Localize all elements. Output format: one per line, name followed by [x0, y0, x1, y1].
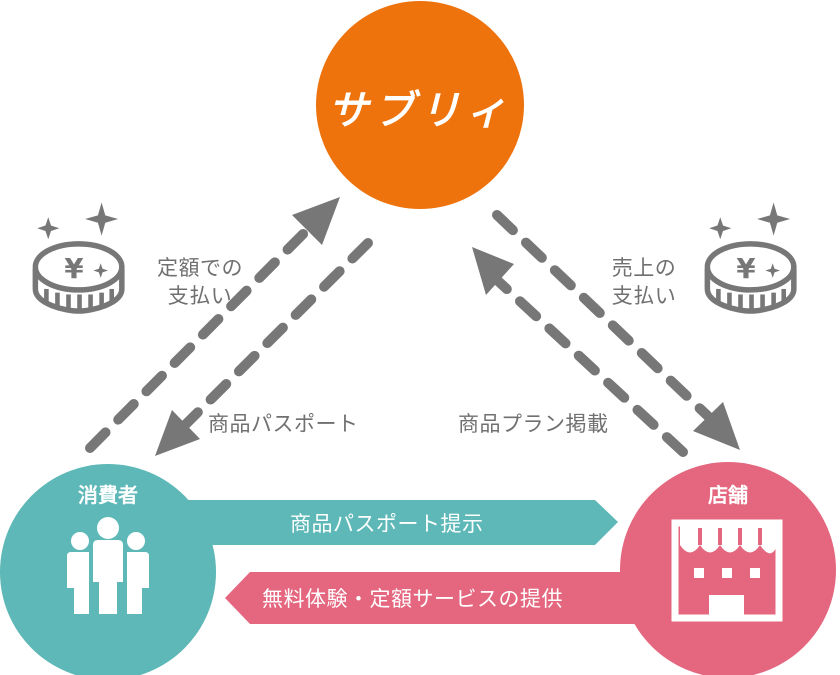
- store-label: 店舗: [708, 483, 748, 507]
- band-consumer-to-store: [180, 500, 618, 545]
- consumer-label: 消費者: [78, 483, 138, 507]
- yen-coin-icon: [707, 202, 793, 311]
- arrowhead-up-icon: [472, 247, 514, 295]
- sales-payment-label-line1: 売上の: [611, 256, 677, 280]
- arrowhead-down-icon: [693, 402, 740, 450]
- sales-payment-label: 売上の 支払い: [594, 254, 694, 310]
- sales-payment-label-line2: 支払い: [611, 284, 677, 308]
- arrowhead-down-icon: [155, 410, 200, 456]
- band-store-to-consumer: [225, 572, 660, 624]
- fixed-payment-label-line1: 定額での: [157, 256, 243, 280]
- platform-name: サブリィ: [328, 88, 512, 134]
- fixed-payment-label-line2: 支払い: [167, 284, 233, 308]
- arrow-consumer-to-platform: [85, 197, 340, 453]
- storefront-icon: [671, 519, 783, 622]
- yen-coin-icon: [35, 202, 121, 311]
- arrowhead-up-icon: [292, 197, 340, 245]
- people-group-icon: [67, 517, 149, 614]
- arrow-platform-to-consumer: [155, 238, 373, 456]
- passport-presentation-label: 商品パスポート提示: [290, 512, 484, 536]
- fixed-payment-label: 定額での 支払い: [140, 254, 260, 310]
- product-passport-label: 商品パスポート: [208, 412, 359, 436]
- arrow-store-to-platform: [472, 247, 688, 457]
- platform-node: [316, 1, 524, 209]
- product-plan-listing-label: 商品プラン掲載: [458, 412, 609, 436]
- arrow-platform-to-store: [492, 210, 740, 450]
- free-trial-service-label: 無料体験・定額サービスの提供: [262, 587, 563, 611]
